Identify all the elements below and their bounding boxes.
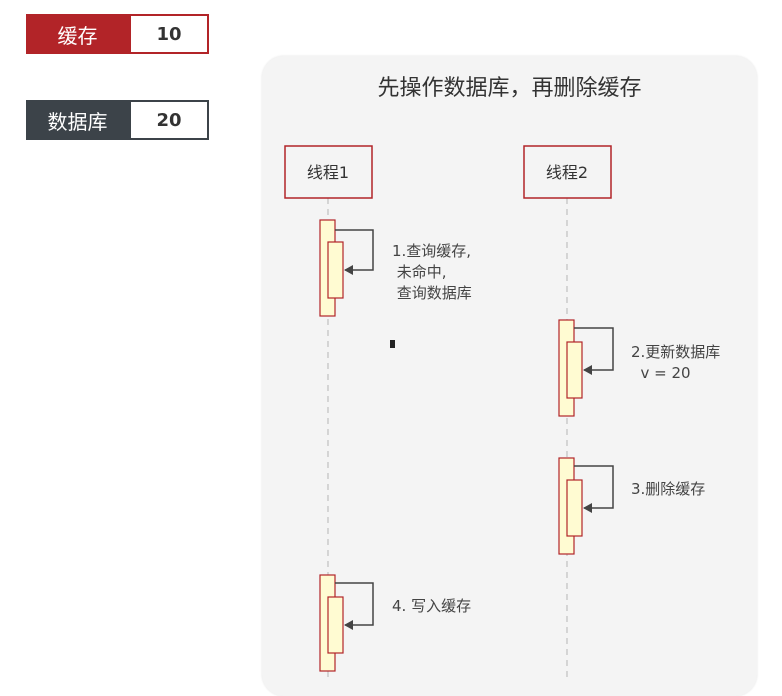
- activation-step-2: [558, 319, 614, 417]
- step-3-note: 3.删除缓存: [631, 480, 706, 498]
- cursor-mark: [390, 340, 395, 348]
- sequence-diagram: 线程1 线程2: [284, 145, 614, 678]
- participant-thread1: 线程1: [284, 145, 373, 199]
- step-4-note: 4. 写入缓存: [392, 597, 472, 615]
- cache-label: 缓存: [26, 14, 129, 54]
- cache-legend: 缓存 10: [26, 14, 209, 54]
- cache-value: 10: [129, 14, 209, 54]
- step-1-note: 1.查询缓存, 未命中, 查询数据库: [392, 242, 472, 302]
- participant-thread2: 线程2: [523, 145, 612, 199]
- participant-thread2-label: 线程2: [546, 163, 588, 182]
- step-2-note: 2.更新数据库 v = 20: [631, 343, 721, 382]
- diagram-title: 先操作数据库，再删除缓存: [377, 76, 642, 101]
- database-label: 数据库: [26, 100, 129, 140]
- participant-thread1-label: 线程1: [307, 163, 349, 182]
- activation-step-4: [319, 574, 374, 672]
- database-value: 20: [129, 100, 209, 140]
- activation-step-3: [558, 457, 614, 555]
- database-legend: 数据库 20: [26, 100, 209, 140]
- activation-step-1: [319, 219, 374, 317]
